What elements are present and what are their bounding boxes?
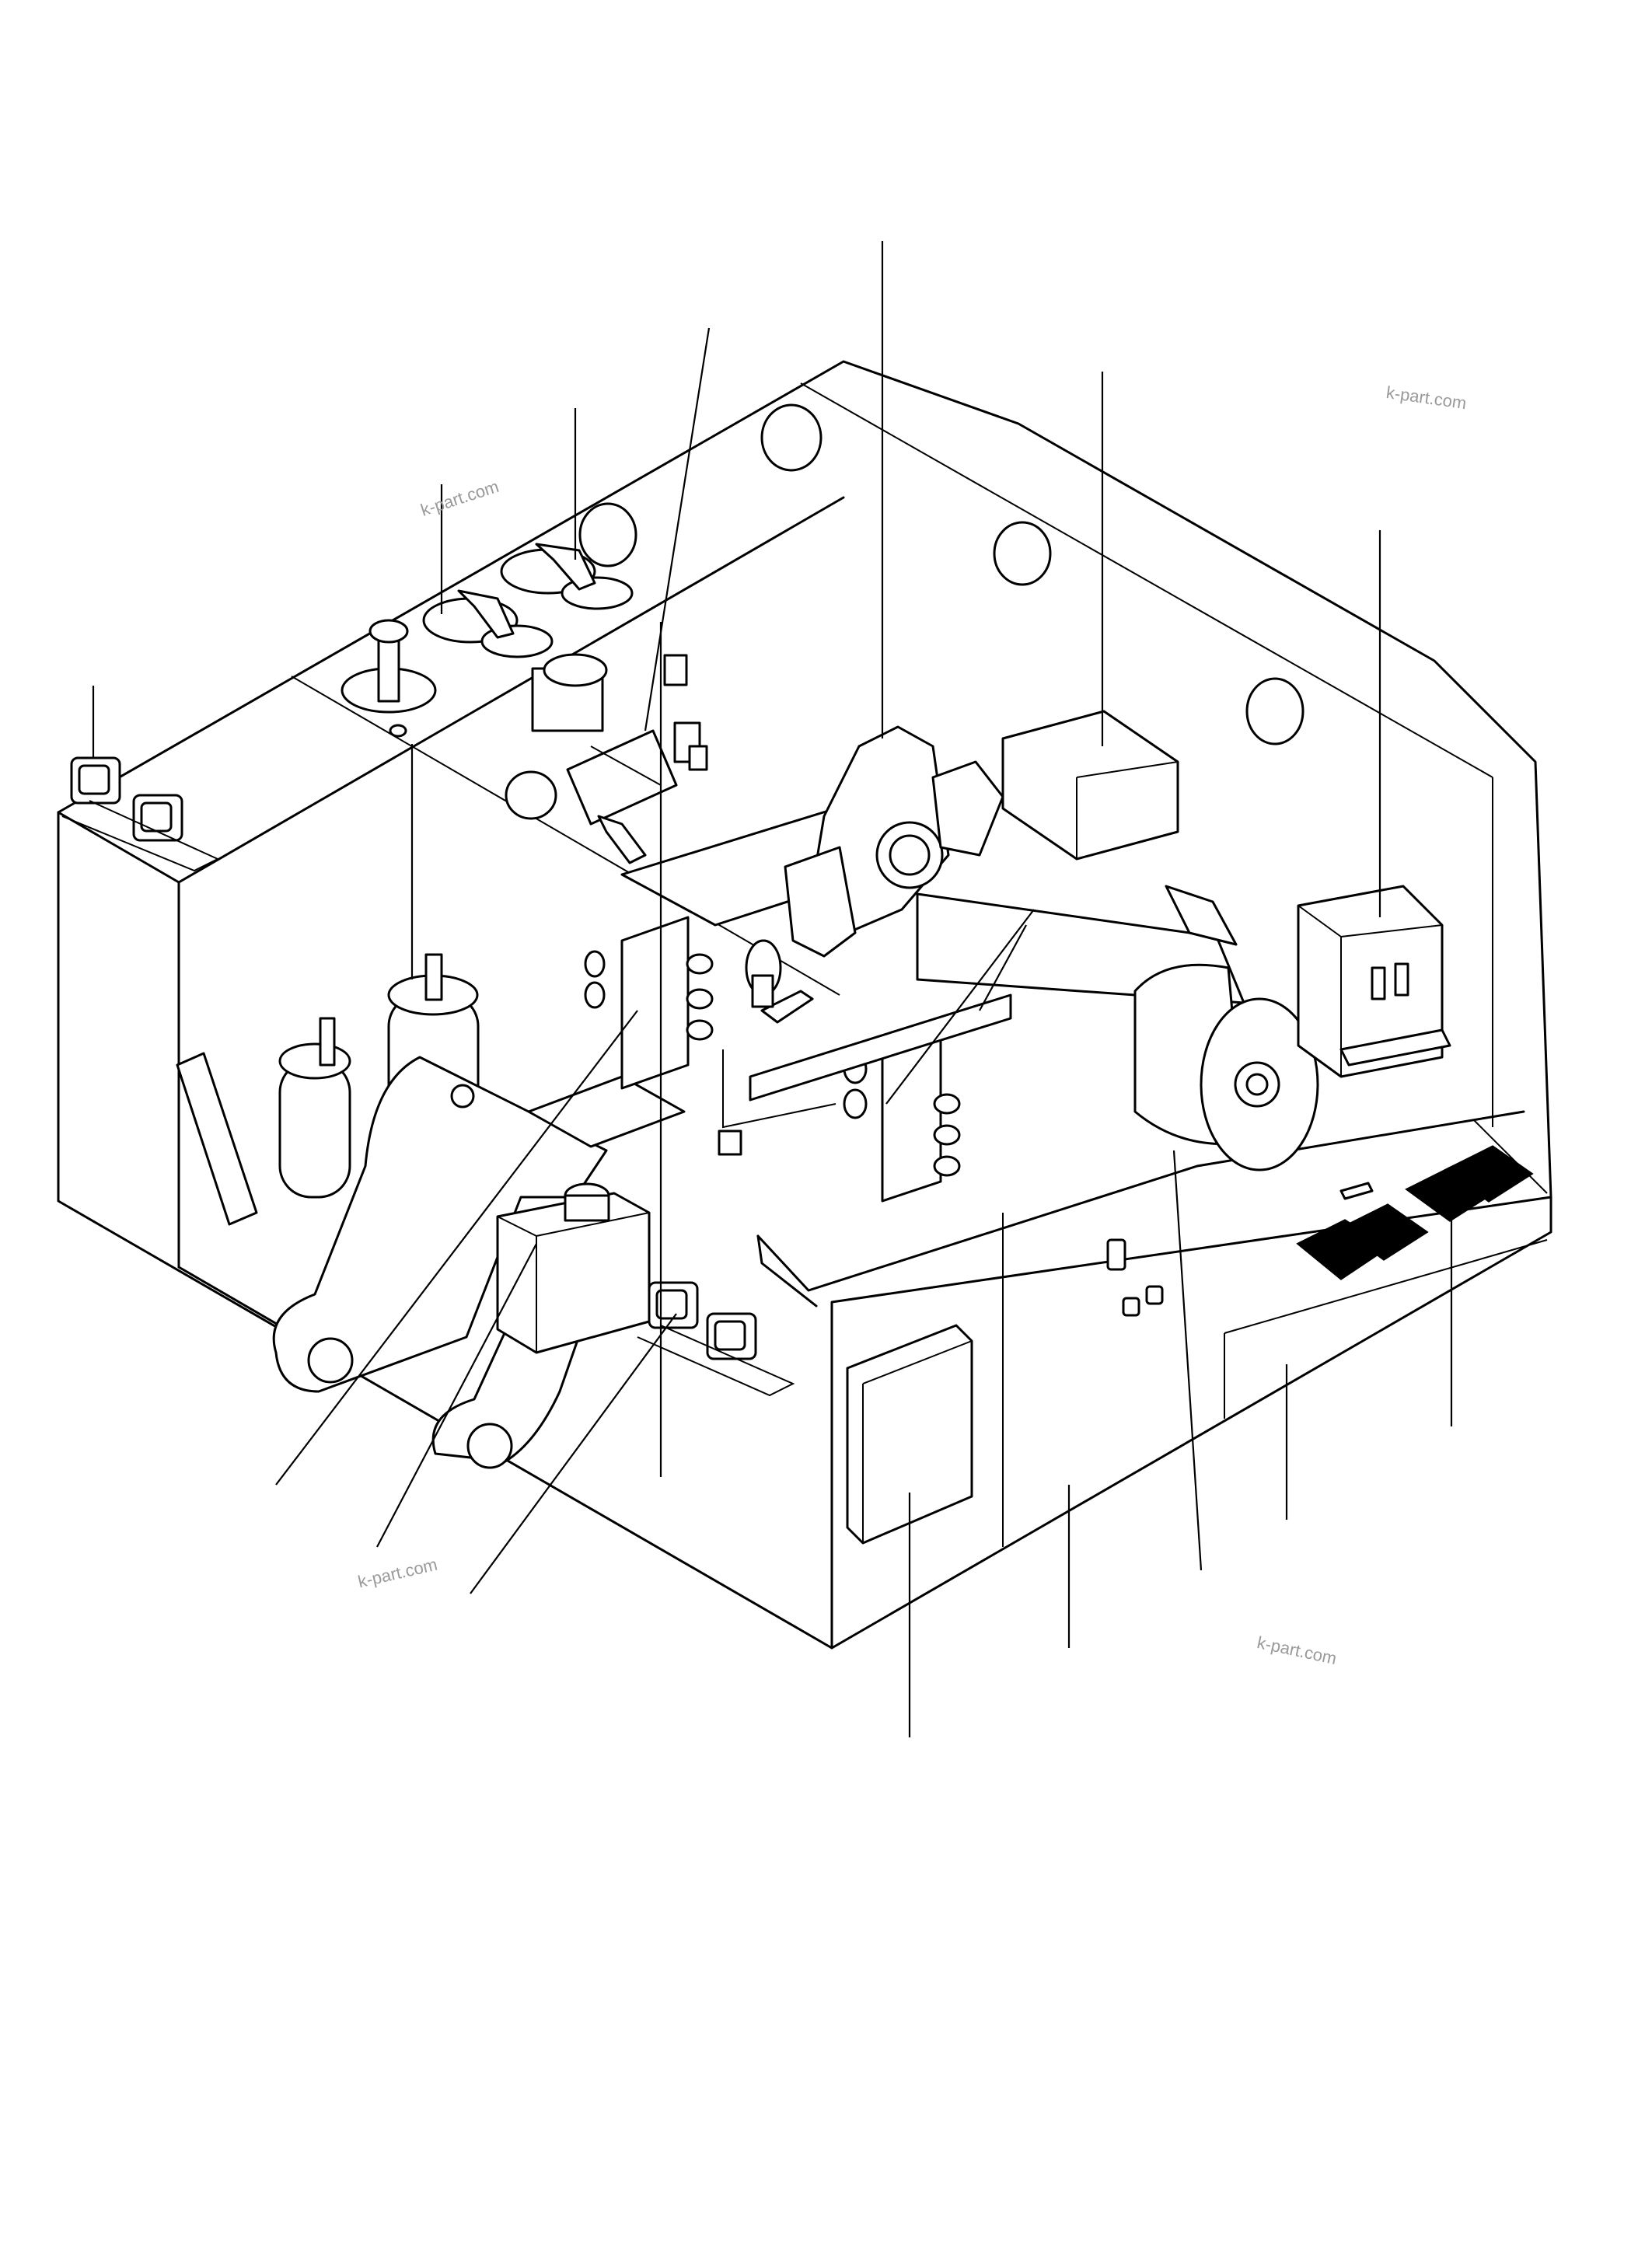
work-lights-left [61, 756, 220, 872]
cover-plates [578, 403, 1304, 745]
valve-block-left [584, 916, 714, 1090]
gear-case [784, 725, 1004, 958]
leader-lines [92, 241, 1453, 1737]
work-lights-front [637, 1281, 795, 1397]
electrical-box [1297, 885, 1451, 1078]
access-door [846, 1324, 973, 1545]
pump-motor [505, 653, 708, 864]
control-levers [341, 543, 634, 738]
center-strut [745, 939, 814, 1024]
hydraulic-tank [496, 1075, 686, 1354]
cooler-block [1001, 710, 1179, 861]
batteries [1296, 1145, 1534, 1280]
switches [1106, 1238, 1164, 1317]
